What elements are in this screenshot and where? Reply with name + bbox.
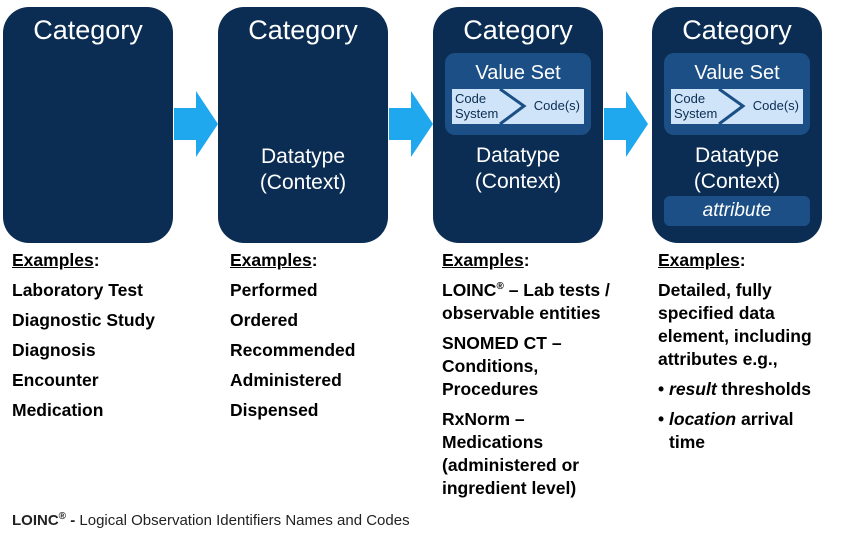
context-label: (Context) <box>474 170 562 193</box>
code-system-band: Code System Code(s) <box>671 89 803 124</box>
examples-heading: Examples: <box>658 250 746 270</box>
list-item: Laboratory Test <box>12 280 143 300</box>
list-item: Medication <box>12 400 104 420</box>
context-label: (Context) <box>259 171 347 194</box>
category-box-2: Category Datatype (Context) <box>218 7 388 243</box>
datatype-label: Datatype <box>694 144 780 167</box>
category-title: Category <box>248 15 358 45</box>
list-item: Dispensed <box>230 400 319 420</box>
value-set-panel: Value Set Code System Code(s) <box>664 53 810 135</box>
codes-label: Code(s) <box>533 98 580 113</box>
list-item: Ordered <box>230 310 299 330</box>
datatype-label: Datatype <box>260 145 346 168</box>
value-set-label: Value Set <box>475 62 561 84</box>
snomed-example: SNOMED CT – Conditions, Procedures <box>442 333 562 399</box>
datatype-label: Datatype <box>475 144 561 167</box>
code-system-label: Code System <box>674 91 718 121</box>
code-system-band: Code System Code(s) <box>452 89 584 124</box>
examples-column-1: Examples: Laboratory Test Diagnostic Stu… <box>12 249 155 422</box>
examples-heading: Examples: <box>230 250 318 270</box>
value-set-panel: Value Set Code System Code(s) <box>445 53 591 135</box>
list-item: Recommended <box>230 340 356 360</box>
loinc-example: LOINC® – Lab tests / observable entities <box>442 280 610 323</box>
examples-column-3: Examples: LOINC® – Lab tests / observabl… <box>442 249 610 500</box>
examples-heading: Examples: <box>442 250 530 270</box>
examples-heading: Examples: <box>12 250 100 270</box>
code-system-label: Code System <box>455 91 499 121</box>
category-box-1: Category <box>3 7 173 243</box>
list-item: Administered <box>230 370 342 390</box>
context-label: (Context) <box>693 170 781 193</box>
flow-arrow-3 <box>604 91 648 157</box>
list-item: Performed <box>230 280 318 300</box>
category-title: Category <box>463 15 573 45</box>
flow-arrow-1 <box>174 91 218 157</box>
category-box-3: Category Value Set Code System Code(s) D… <box>433 7 603 243</box>
attribute-bar: attribute <box>664 196 810 226</box>
value-set-label: Value Set <box>694 62 780 84</box>
bullet-item: • result thresholds <box>658 379 812 399</box>
category-title: Category <box>33 15 143 45</box>
code-system-chevron <box>718 89 746 124</box>
examples-column-2: Examples: Performed Ordered Recommended … <box>230 249 355 422</box>
codes-label: Code(s) <box>752 98 799 113</box>
category-title: Category <box>682 15 792 45</box>
list-item: Diagnostic Study <box>12 310 155 330</box>
category-box-4: Category Value Set Code System Code(s) D… <box>652 7 822 243</box>
footnote: LOINC® - Logical Observation Identifiers… <box>12 511 410 530</box>
bullet-item: • location arrival time <box>658 409 794 452</box>
examples-column-4: Examples: Detailed, fully specified data… <box>658 249 812 454</box>
code-system-chevron <box>499 89 527 124</box>
rxnorm-example: RxNorm – Medications (administered or in… <box>442 409 580 498</box>
detail-description: Detailed, fully specified data element, … <box>658 280 812 369</box>
list-item: Diagnosis <box>12 340 96 360</box>
flow-arrow-2 <box>389 91 433 157</box>
list-item: Encounter <box>12 370 99 390</box>
